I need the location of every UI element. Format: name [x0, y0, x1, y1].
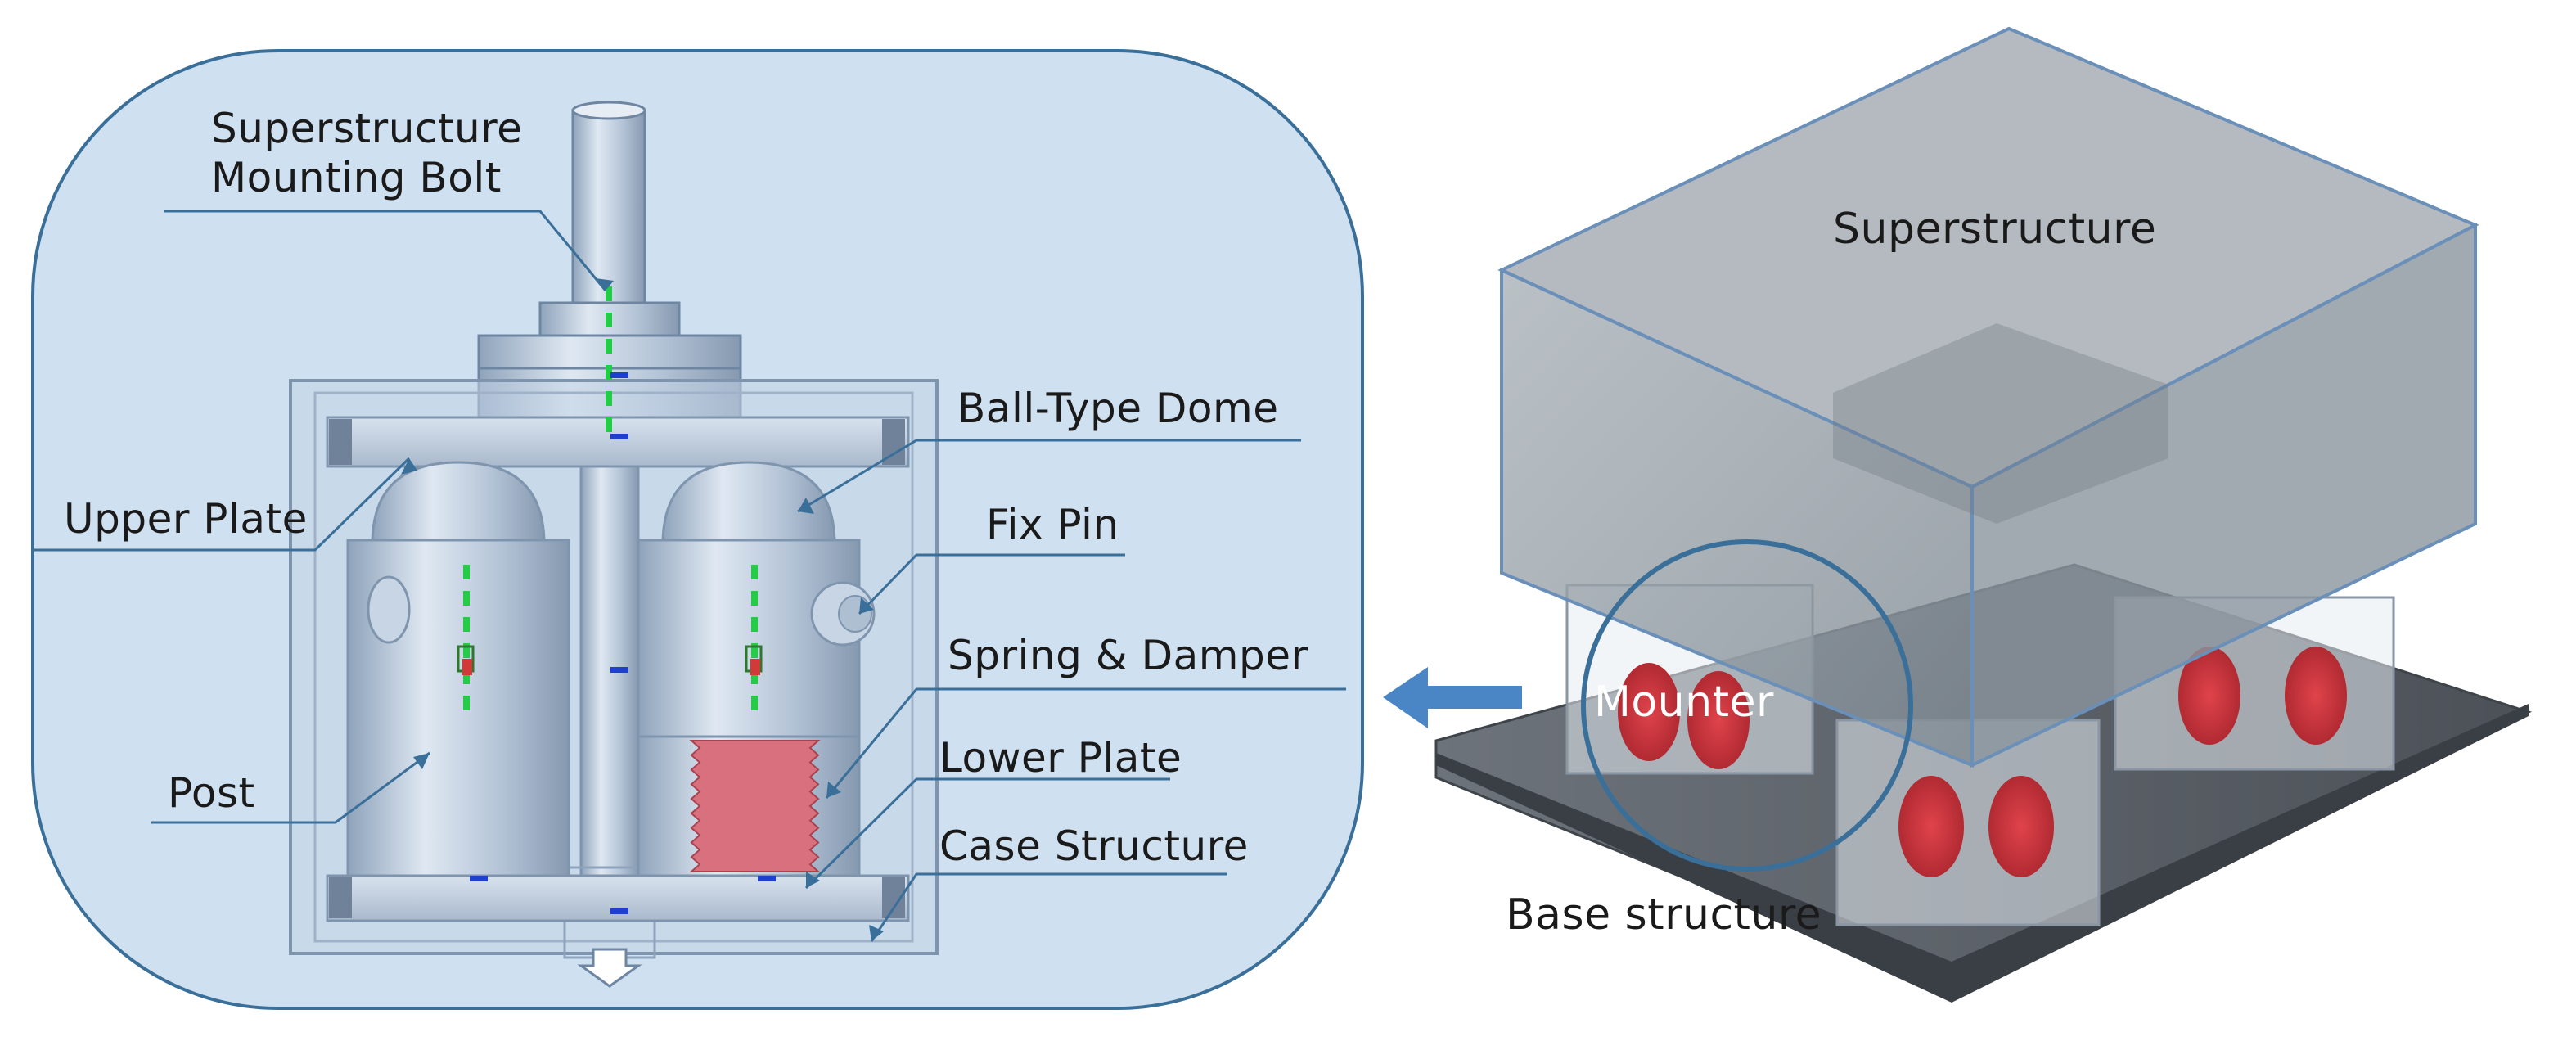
spring-damper — [637, 735, 861, 877]
post-label: Post — [168, 769, 255, 817]
superstructure-label: Superstructure — [1833, 205, 2157, 254]
pointer-arrow — [1383, 667, 1522, 728]
superstructure-box — [1497, 26, 2479, 768]
spring-damper-label: Spring & Damper — [948, 632, 1308, 679]
left-post — [346, 461, 570, 877]
lower-plate-label: Lower Plate — [939, 734, 1182, 782]
leader-lines — [33, 210, 1346, 942]
mounter-highlight-circle — [1581, 539, 1913, 872]
pin-markers — [457, 645, 763, 675]
upper-plate — [326, 416, 910, 468]
fix-pin-label: Fix Pin — [986, 501, 1119, 548]
leader-arrowheads — [401, 278, 884, 941]
mounting-bolt-label-line1: Superstructure — [211, 105, 523, 152]
mounter-label: Mounter — [1594, 678, 1774, 727]
mounting-bolt-label-line2: Mounting Bolt — [211, 154, 502, 201]
right-post — [637, 461, 876, 738]
base-structure-label: Base structure — [1506, 890, 1822, 940]
ball-type-dome-label: Ball-Type Dome — [957, 385, 1279, 432]
blue-markers — [470, 372, 776, 914]
center-shaft — [563, 465, 656, 988]
upper-plate-label: Upper Plate — [64, 495, 308, 543]
case-structure-label: Case Structure — [939, 822, 1249, 870]
